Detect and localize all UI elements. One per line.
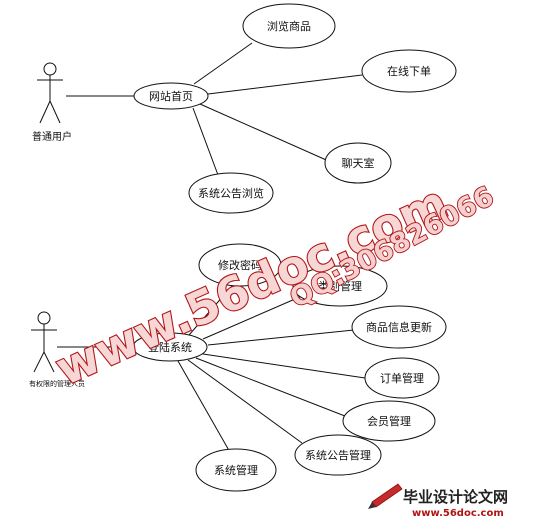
use-case-category-mgmt[interactable]: 类别管理 xyxy=(292,265,388,307)
use-case-change-password-label: 修改密码 xyxy=(218,258,262,272)
use-case-homepage[interactable]: 网站首页 xyxy=(133,82,209,110)
associations xyxy=(57,42,366,455)
use-case-login[interactable]: 登陆系统 xyxy=(132,332,208,362)
actor-user-label: 普通用户 xyxy=(32,130,72,143)
use-case-product-update[interactable]: 商品信息更新 xyxy=(351,305,447,349)
use-case-order-online[interactable]: 在线下单 xyxy=(361,49,457,93)
pen-icon xyxy=(368,483,403,509)
brand-logo: 毕业设计论文网 www.56doc.com xyxy=(368,483,508,519)
use-case-chat-room[interactable]: 聊天室 xyxy=(324,142,392,184)
use-case-chat-room-label: 聊天室 xyxy=(342,156,375,170)
use-case-member-mgmt[interactable]: 会员管理 xyxy=(342,400,436,442)
use-case-product-update-label: 商品信息更新 xyxy=(366,320,432,334)
use-case-notice-browse[interactable]: 系统公告浏览 xyxy=(188,172,274,214)
use-case-order-online-label: 在线下单 xyxy=(387,64,431,78)
use-case-system-mgmt[interactable]: 系统管理 xyxy=(195,448,277,492)
actor-admin-label: 有权限的管理人员 xyxy=(29,379,85,388)
use-case-browse-products-label: 浏览商品 xyxy=(267,19,311,33)
use-case-order-mgmt-label: 订单管理 xyxy=(380,371,424,385)
use-case-notice-mgmt[interactable]: 系统公告管理 xyxy=(294,434,382,476)
brand-url: www.56doc.com xyxy=(412,508,504,519)
actor-admin: 有权限的管理人员 xyxy=(29,311,85,388)
brand-title: 毕业设计论文网 xyxy=(403,488,508,506)
use-case-notice-browse-label: 系统公告浏览 xyxy=(198,186,264,200)
use-case-change-password[interactable]: 修改密码 xyxy=(198,243,282,287)
use-case-category-mgmt-label: 类别管理 xyxy=(318,279,362,293)
use-case-order-mgmt[interactable]: 订单管理 xyxy=(364,357,440,399)
use-case-homepage-label: 网站首页 xyxy=(149,89,193,103)
use-case-member-mgmt-label: 会员管理 xyxy=(367,414,411,428)
use-case-notice-mgmt-label: 系统公告管理 xyxy=(305,448,371,462)
use-case-login-label: 登陆系统 xyxy=(148,340,192,354)
use-case-system-mgmt-label: 系统管理 xyxy=(214,463,258,477)
use-case-browse-products[interactable]: 浏览商品 xyxy=(242,3,336,49)
actor-user: 普通用户 xyxy=(32,62,72,143)
